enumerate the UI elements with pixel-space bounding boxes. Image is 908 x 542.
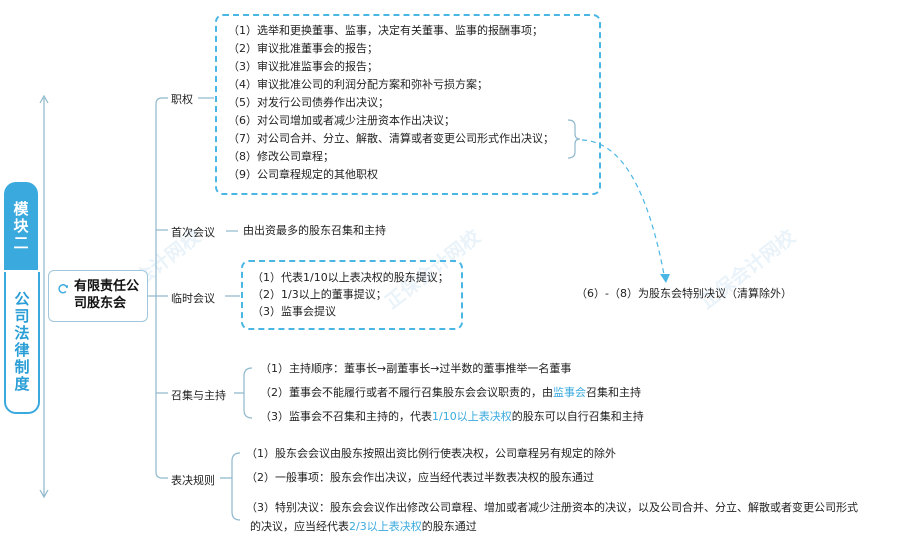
interim-meeting-box bbox=[241, 260, 463, 330]
list-item: （9）公司章程规定的其他职权 bbox=[228, 168, 378, 181]
convene-item-2: （2）董事会不能履行或者不履行召集股东会会议职责的，由监事会召集和主持 bbox=[260, 386, 641, 400]
branch-label-interim-meeting: 临时会议 bbox=[171, 292, 215, 305]
list-item: （7）对公司合并、分立、解散、清算或者变更公司形式作出决议； bbox=[228, 132, 554, 145]
branch-label-voting: 表决规则 bbox=[171, 474, 215, 487]
highlight-text: 1/10以上表决权 bbox=[432, 410, 512, 423]
refresh-icon bbox=[57, 283, 69, 295]
text-segment: （2）董事会不能履行或者不履行召集股东会会议职责的，由 bbox=[260, 386, 553, 399]
branch-label-powers: 职权 bbox=[171, 93, 193, 106]
branch-label-convene: 召集与主持 bbox=[171, 389, 226, 402]
highlight-text: 监事会 bbox=[553, 386, 586, 399]
list-item: （1）代表1/10以上表决权的股东提议； bbox=[252, 271, 449, 284]
central-node-title: 有限责任公司股东会 bbox=[74, 279, 140, 311]
text-segment: （3）监事会不召集和主持的，代表 bbox=[260, 410, 432, 423]
special-resolution-note: （6）-（8）为股东会特别决议（清算除外） bbox=[576, 287, 792, 300]
list-item: （2）1/3以上的董事提议； bbox=[252, 288, 387, 301]
first-meeting-text: 由出资最多的股东召集和主持 bbox=[243, 224, 386, 237]
convene-item-3: （3）监事会不召集和主持的，代表1/10以上表决权的股东可以自行召集和主持 bbox=[260, 410, 644, 424]
voting-item-2: （2）一般事项：股东会作出决议，应当经代表过半数表决权的股东通过 bbox=[246, 471, 594, 484]
voting-item-3-line-2: 的决议，应当经代表2/3以上表决权的股东通过 bbox=[250, 520, 477, 534]
chapter-label: 公司法律制度 bbox=[12, 291, 31, 393]
text-segment: 的股东可以自行召集和主持 bbox=[511, 410, 644, 423]
text-segment: 召集和主持 bbox=[586, 386, 641, 399]
list-item: （5）对发行公司债券作出决议； bbox=[228, 96, 389, 109]
branch-label-first-meeting: 首次会议 bbox=[171, 226, 215, 239]
text-segment: 的股东通过 bbox=[421, 520, 477, 533]
powers-list: （1）选举和更换董事、监事，决定有关董事、监事的报酬事项； （2）审议批准董事会… bbox=[228, 24, 554, 186]
text-segment: 的决议，应当经代表 bbox=[250, 520, 349, 533]
list-item: （8）修改公司章程； bbox=[228, 150, 334, 163]
voting-item-3-line-1: （3）特别决议：股东会会议作出修改公司章程、增加或者减少注册资本的决议，以及公司… bbox=[246, 501, 858, 514]
convene-item-1: （1）主持顺序：董事长→副董事长→过半数的董事推举一名董事 bbox=[260, 362, 572, 375]
module-label: 模块二 bbox=[11, 200, 30, 252]
list-item: （1）选举和更换董事、监事，决定有关董事、监事的报酬事项； bbox=[228, 24, 543, 37]
chapter-tab: 公司法律制度 bbox=[4, 272, 40, 414]
list-item: （4）审议批准公司的利润分配方案和弥补亏损方案； bbox=[228, 78, 488, 91]
module-tab: 模块二 bbox=[4, 182, 38, 270]
voting-item-1: （1）股东会会议由股东按照出资比例行使表决权，公司章程另有规定的除外 bbox=[246, 447, 616, 460]
central-node bbox=[48, 270, 148, 322]
powers-box bbox=[215, 14, 601, 195]
list-item: （3）监事会提议 bbox=[252, 305, 336, 318]
interim-meeting-list: （1）代表1/10以上表决权的股东提议； （2）1/3以上的董事提议； （3）监… bbox=[252, 271, 449, 322]
list-item: （2）审议批准董事会的报告； bbox=[228, 42, 378, 55]
highlight-text: 2/3以上表决权 bbox=[349, 520, 422, 533]
list-item: （6）对公司增加或者减少注册资本作出决议； bbox=[228, 114, 455, 127]
list-item: （3）审议批准监事会的报告； bbox=[228, 60, 378, 73]
